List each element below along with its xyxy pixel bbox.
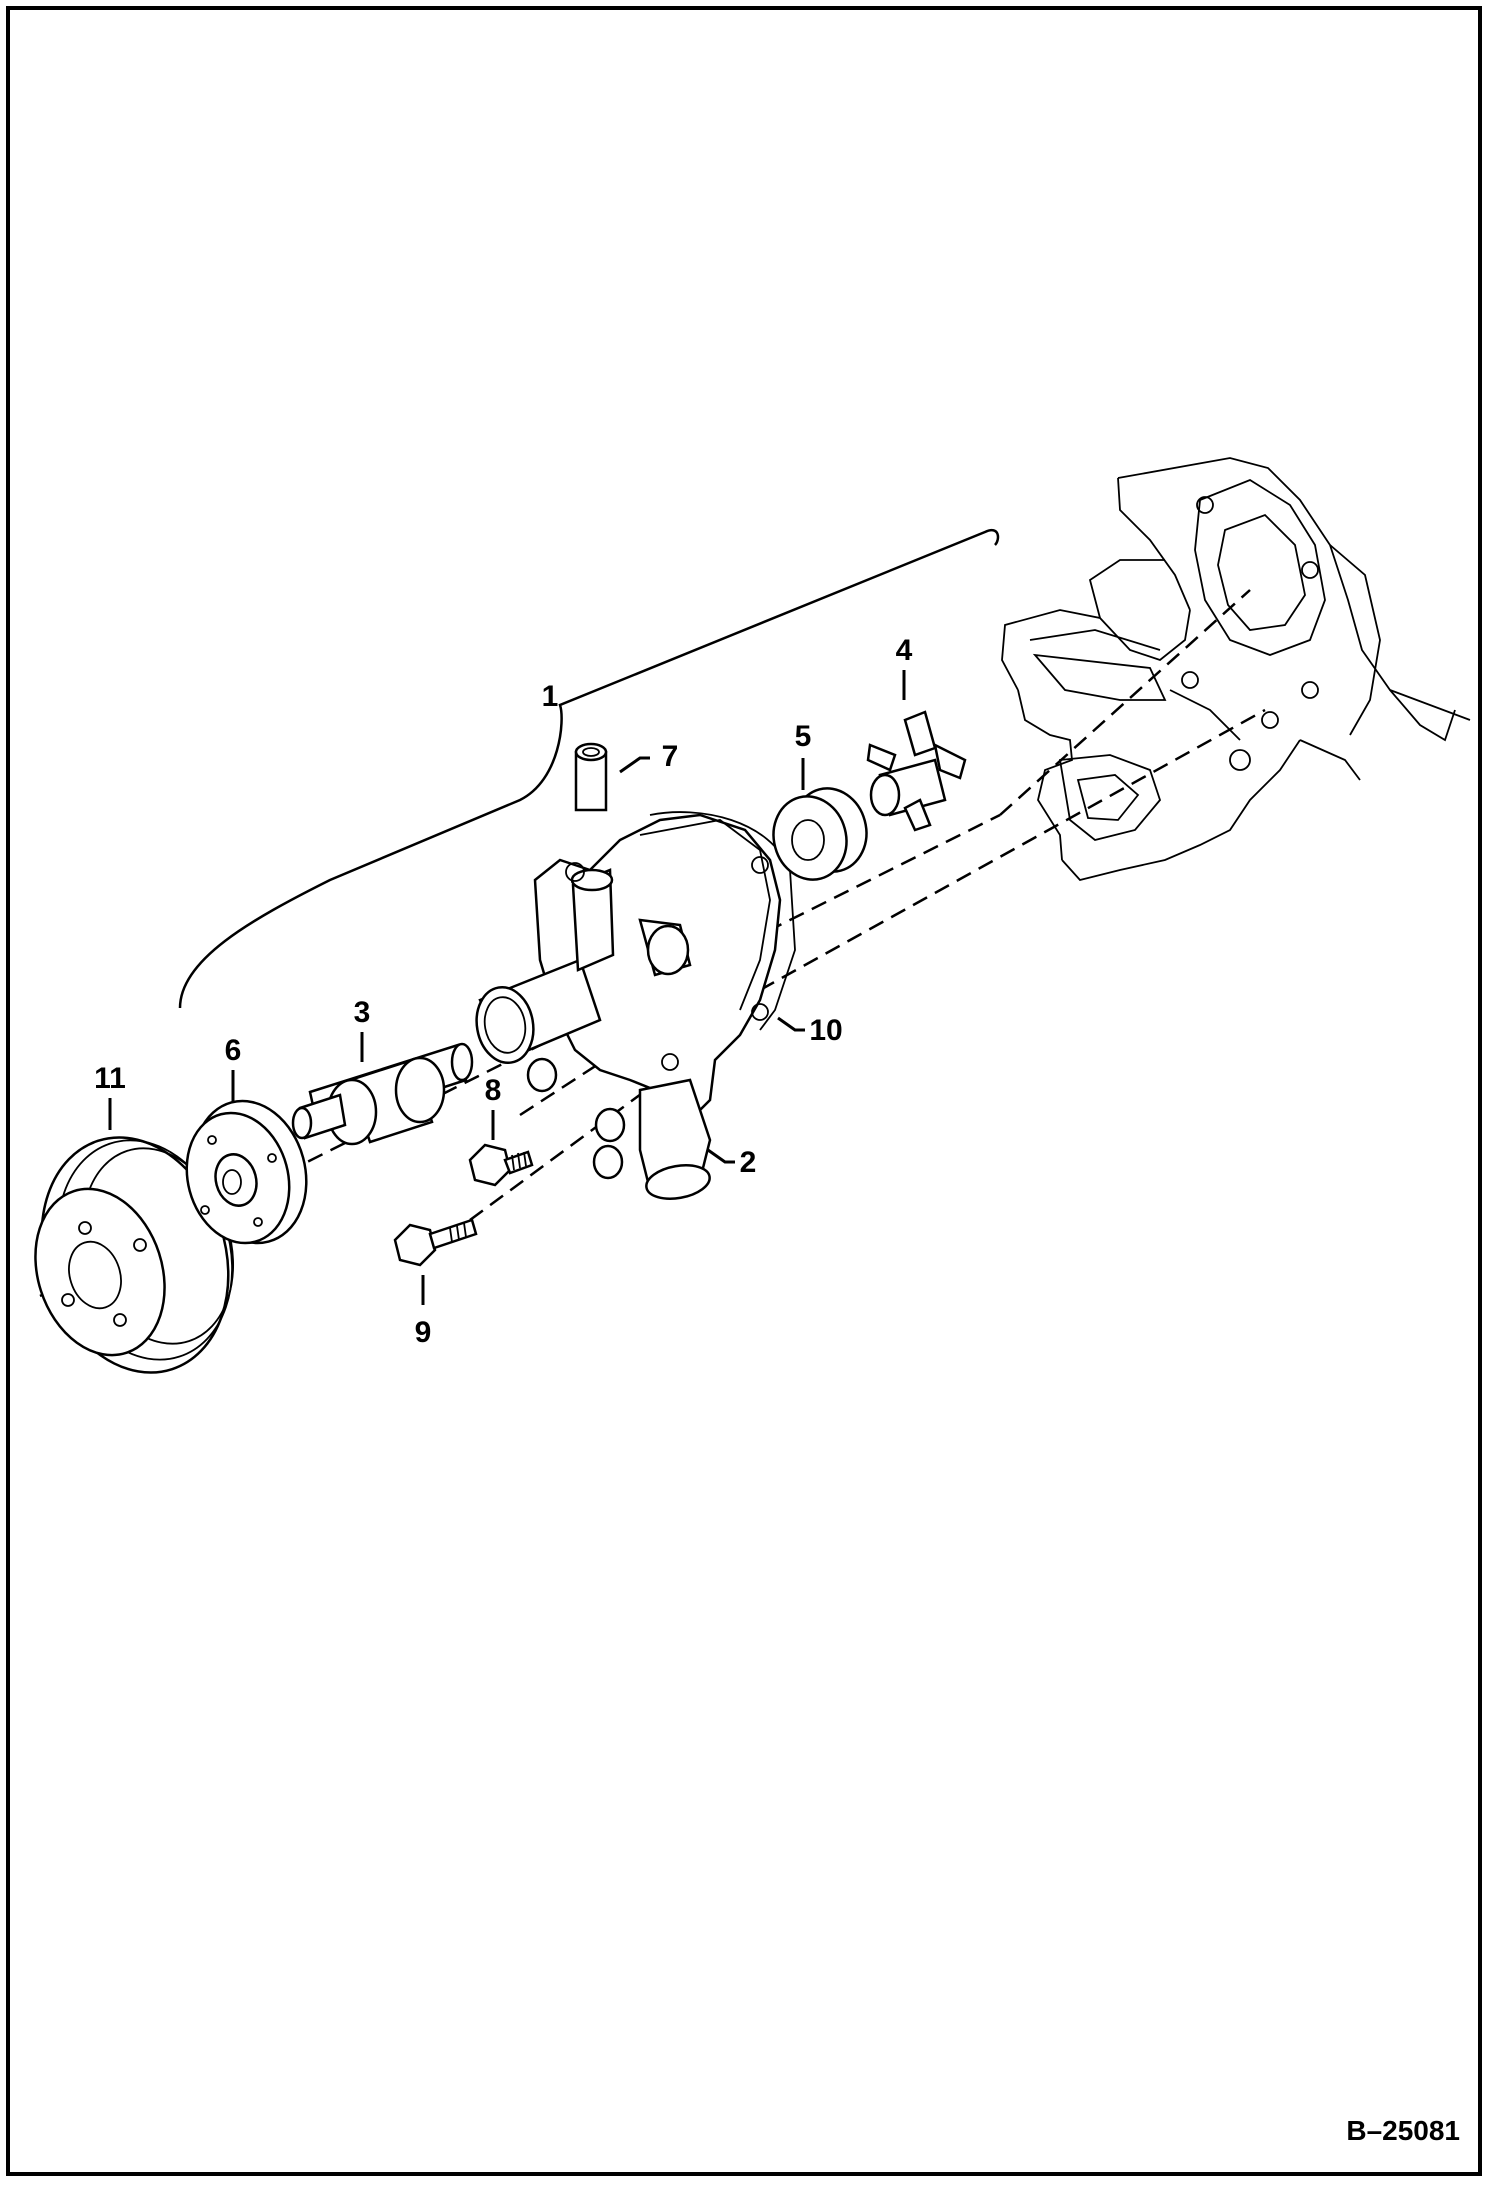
callout-9: 9 [415, 1316, 432, 1349]
impeller-part-4 [866, 710, 967, 832]
bolt-part-9 [393, 1218, 478, 1267]
pulley-part-11 [34, 1136, 235, 1374]
seal-part-5 [772, 787, 868, 881]
callout-3: 3 [354, 996, 371, 1029]
callout-7: 7 [662, 740, 679, 773]
figure-code: B–25081 [1346, 2115, 1460, 2146]
callout-4: 4 [896, 634, 913, 667]
callout-8: 8 [485, 1074, 502, 1107]
engine-block [1001, 457, 1471, 882]
bolt-part-8 [468, 1143, 534, 1187]
pump-body-part-2 [475, 813, 782, 1200]
callout-10: 10 [809, 1014, 842, 1047]
diagram-frame [6, 6, 1482, 2176]
callout-11: 11 [94, 1062, 126, 1095]
dowel-pin-part-7 [574, 742, 608, 812]
callout-1: 1 [542, 680, 559, 713]
callout-labels: 1 2 3 4 5 6 7 8 9 10 11 [94, 634, 913, 1349]
callout-6: 6 [225, 1034, 242, 1067]
leader-lines [108, 670, 906, 1305]
callout-2: 2 [740, 1146, 757, 1179]
callout-5: 5 [795, 720, 812, 753]
shaft-bearing-part-3 [291, 1042, 474, 1146]
flange-part-6 [185, 1099, 308, 1245]
assembly-bracket [178, 529, 1000, 1009]
